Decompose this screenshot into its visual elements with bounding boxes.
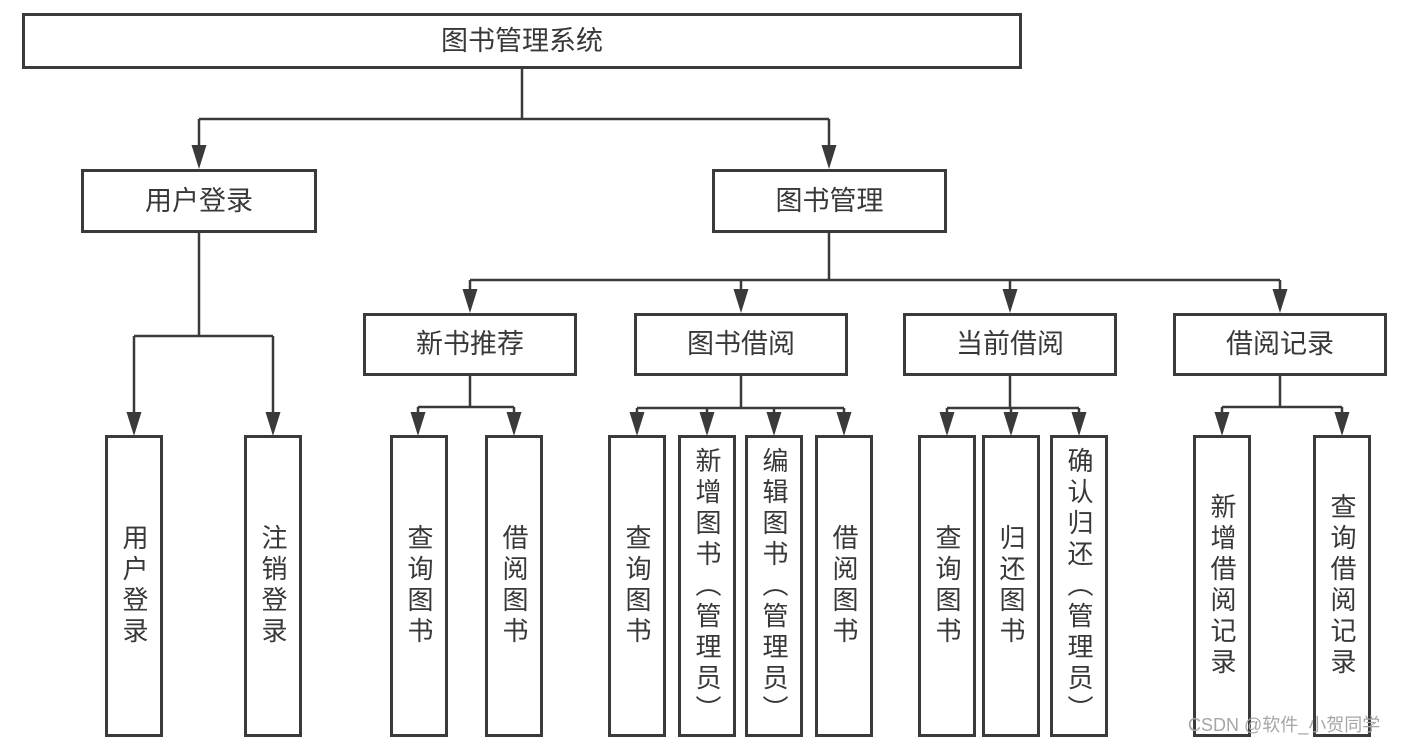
node-book-management: 图书管理 — [712, 169, 947, 233]
node-label: 借阅记录 — [1226, 329, 1334, 359]
connector-new-book — [416, 376, 516, 418]
node-label: 查询借阅记录 — [1327, 493, 1357, 679]
node-label: 查询图书 — [622, 524, 652, 648]
leaf-borrowing-query-book: 查询图书 — [608, 435, 666, 737]
node-user-login: 用户登录 — [81, 169, 317, 233]
node-label: 用户登录 — [119, 524, 149, 648]
leaf-query-borrow-record: 查询借阅记录 — [1313, 435, 1371, 737]
leaf-borrow-book: 借阅图书 — [815, 435, 873, 737]
node-current-borrowing: 当前借阅 — [903, 313, 1117, 376]
node-library-system: 图书管理系统 — [22, 13, 1022, 69]
leaf-current-query-book: 查询图书 — [918, 435, 976, 737]
node-label: 当前借阅 — [956, 329, 1064, 359]
connector-current-borrow — [945, 376, 1081, 418]
node-label: 查询图书 — [404, 524, 434, 648]
leaf-recommend-query-book: 查询图书 — [390, 435, 448, 737]
connector-borrow-record — [1220, 376, 1344, 418]
node-label: 查询图书 — [932, 524, 962, 648]
node-label: 用户登录 — [145, 185, 253, 216]
leaf-add-book-admin: 新增图书（管理员） — [678, 435, 736, 737]
connector-user-login — [132, 233, 275, 418]
node-label: 编辑图书（管理员） — [759, 446, 789, 726]
connector-book-mgmt — [468, 233, 1282, 295]
node-label: 借阅图书 — [829, 524, 859, 648]
connector-book-borrow — [635, 376, 846, 418]
csdn-watermark: CSDN @软件_小贺同学 — [1188, 715, 1381, 735]
node-book-borrowing: 图书借阅 — [634, 313, 848, 376]
node-label: 新书推荐 — [416, 329, 524, 359]
node-label: 图书管理系统 — [441, 25, 603, 56]
node-label: 归还图书 — [996, 524, 1026, 648]
node-label: 注销登录 — [258, 524, 288, 648]
leaf-edit-book-admin: 编辑图书（管理员） — [745, 435, 803, 737]
connector-root — [197, 68, 831, 150]
node-label: 新增图书（管理员） — [692, 446, 722, 726]
leaf-user-login: 用户登录 — [105, 435, 163, 737]
node-borrowing-records: 借阅记录 — [1173, 313, 1387, 376]
node-label: 借阅图书 — [499, 524, 529, 648]
node-label: 新增借阅记录 — [1207, 493, 1237, 679]
node-label: 图书管理 — [775, 185, 884, 216]
leaf-confirm-return-admin: 确认归还（管理员） — [1050, 435, 1108, 737]
leaf-recommend-borrow-book: 借阅图书 — [485, 435, 543, 737]
node-label: 图书借阅 — [687, 329, 795, 359]
leaf-return-book: 归还图书 — [982, 435, 1040, 737]
leaf-logout: 注销登录 — [244, 435, 302, 737]
node-new-book-recommend: 新书推荐 — [363, 313, 577, 376]
node-label: 确认归还（管理员） — [1064, 446, 1094, 726]
leaf-add-borrow-record: 新增借阅记录 — [1193, 435, 1251, 737]
